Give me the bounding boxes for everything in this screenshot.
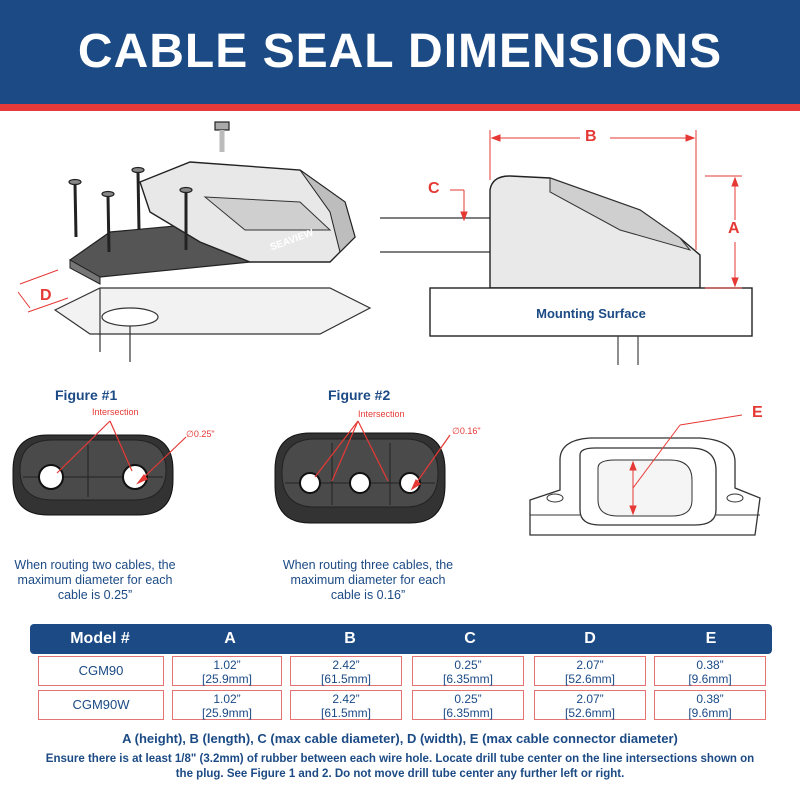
cell-value-in: 2.42” [332, 658, 360, 672]
figure-2-caption-line: cable is 0.16” [330, 588, 406, 602]
figure-2-diameter-value: 0.16" [459, 426, 481, 436]
figure-1-caption: When routing two cables, the maximum dia… [0, 558, 190, 603]
table-cell: 1.02”[25.9mm] [172, 690, 282, 720]
label-c: C [428, 180, 440, 197]
figure-2-diameter-label: ∅0.16" [452, 426, 481, 436]
figure-1-caption-line: maximum diameter for each [17, 573, 173, 587]
cable-hole [299, 472, 321, 494]
accent-strip [0, 104, 800, 111]
table-cell-model: CGM90W [38, 690, 164, 720]
installation-note: Ensure there is at least 1/8" (3.2mm) of… [10, 752, 790, 782]
dimension-legend: A (height), B (length), C (max cable dia… [122, 731, 678, 746]
figure-2-intersection-label: Intersection [358, 409, 405, 419]
label-b: B [585, 128, 597, 145]
figure-1-caption-line: cable is 0.25” [57, 588, 133, 602]
dimension-c-lines [450, 189, 468, 222]
title-banner: CABLE SEAL DIMENSIONS [0, 0, 800, 104]
mounting-surface-label: Mounting Surface [536, 306, 646, 321]
cell-value-in: 1.02” [213, 692, 241, 706]
cell-value-in: 0.38” [696, 658, 724, 672]
cell-value-in: 2.42” [332, 692, 360, 706]
cable-hole [399, 472, 421, 494]
table-cell: 0.38”[9.6mm] [654, 656, 766, 686]
table-cell: 2.07”[52.6mm] [534, 656, 646, 686]
column-header: B [344, 630, 356, 647]
figure-2-caption-line: When routing three cables, the [282, 558, 454, 572]
figure-1-caption-line: When routing two cables, the [14, 558, 176, 572]
figure-1-intersection-label: Intersection [92, 407, 139, 417]
page-title: CABLE SEAL DIMENSIONS [77, 25, 723, 78]
cell-value-mm: [9.6mm] [688, 672, 732, 686]
mounting-plate [53, 287, 372, 362]
cell-value-mm: [25.9mm] [201, 672, 252, 686]
side-view-diagram [380, 130, 753, 365]
cable-hole [38, 464, 64, 490]
cell-value-in: 2.07” [576, 692, 604, 706]
column-header: D [584, 630, 596, 647]
table-cell: 0.25”[6.35mm] [412, 690, 524, 720]
dimension-a-lines [705, 175, 742, 289]
seal-side-profile [489, 175, 701, 289]
label-a: A [728, 220, 740, 237]
mounting-surface [429, 287, 753, 337]
cable-hole [349, 472, 371, 494]
figure-1-diameter-label: ∅0.25" [186, 429, 215, 439]
cell-value-in: 2.07” [576, 658, 604, 672]
exploded-view-illustration: SEAVIEW [17, 121, 372, 362]
figure-2-caption-line: maximum diameter for each [290, 573, 446, 587]
column-header: C [464, 630, 476, 647]
figure-2-plug-illustration [274, 420, 451, 524]
figure-1-diameter-value: 0.25" [193, 429, 215, 439]
connector-front-view [529, 414, 761, 536]
table-cell: 1.02”[25.9mm] [172, 656, 282, 686]
cell-value-in: 0.25” [454, 658, 482, 672]
figure-2-caption: When routing three cables, the maximum d… [268, 558, 468, 603]
column-header: Model # [70, 630, 130, 647]
table-cell: 2.07”[52.6mm] [534, 690, 646, 720]
cell-value-mm: [52.6mm] [564, 672, 615, 686]
table-header [30, 624, 772, 654]
label-d: D [40, 287, 52, 304]
cell-value-in: 0.25” [454, 692, 482, 706]
column-header: A [224, 630, 236, 647]
screws [68, 121, 230, 253]
dimension-d-lines [17, 269, 69, 313]
figure-2-title: Figure #2 [328, 387, 391, 403]
cell-value-mm: [6.35mm] [442, 706, 493, 720]
figure-1-plug-illustration [12, 420, 187, 516]
seal-body [68, 161, 356, 285]
label-e: E [752, 404, 763, 421]
cell-value-in: 1.02” [213, 658, 241, 672]
installation-note-line: the plug. See Figure 1 and 2. Do not mov… [175, 768, 625, 780]
table-cell: 0.25”[6.35mm] [412, 656, 524, 686]
table-cell: 2.42”[61.5mm] [290, 690, 402, 720]
table-cell-model: CGM90 [38, 656, 164, 686]
installation-note-line: Ensure there is at least 1/8" (3.2mm) of… [45, 753, 755, 765]
table-cell: 2.42”[61.5mm] [290, 656, 402, 686]
cell-value-mm: [61.5mm] [320, 706, 371, 720]
cell-value-mm: [6.35mm] [442, 672, 493, 686]
cable-hole [122, 464, 148, 490]
column-header: E [705, 630, 717, 647]
cell-value-in: 0.38” [696, 692, 724, 706]
dimension-b-lines [489, 130, 697, 250]
cell-value-mm: [25.9mm] [201, 706, 252, 720]
table-cell: 0.38”[9.6mm] [654, 690, 766, 720]
cell-value-mm: [9.6mm] [688, 706, 732, 720]
cell-value-mm: [52.6mm] [564, 706, 615, 720]
figure-1-title: Figure #1 [55, 387, 118, 403]
cell-value-mm: [61.5mm] [320, 672, 371, 686]
